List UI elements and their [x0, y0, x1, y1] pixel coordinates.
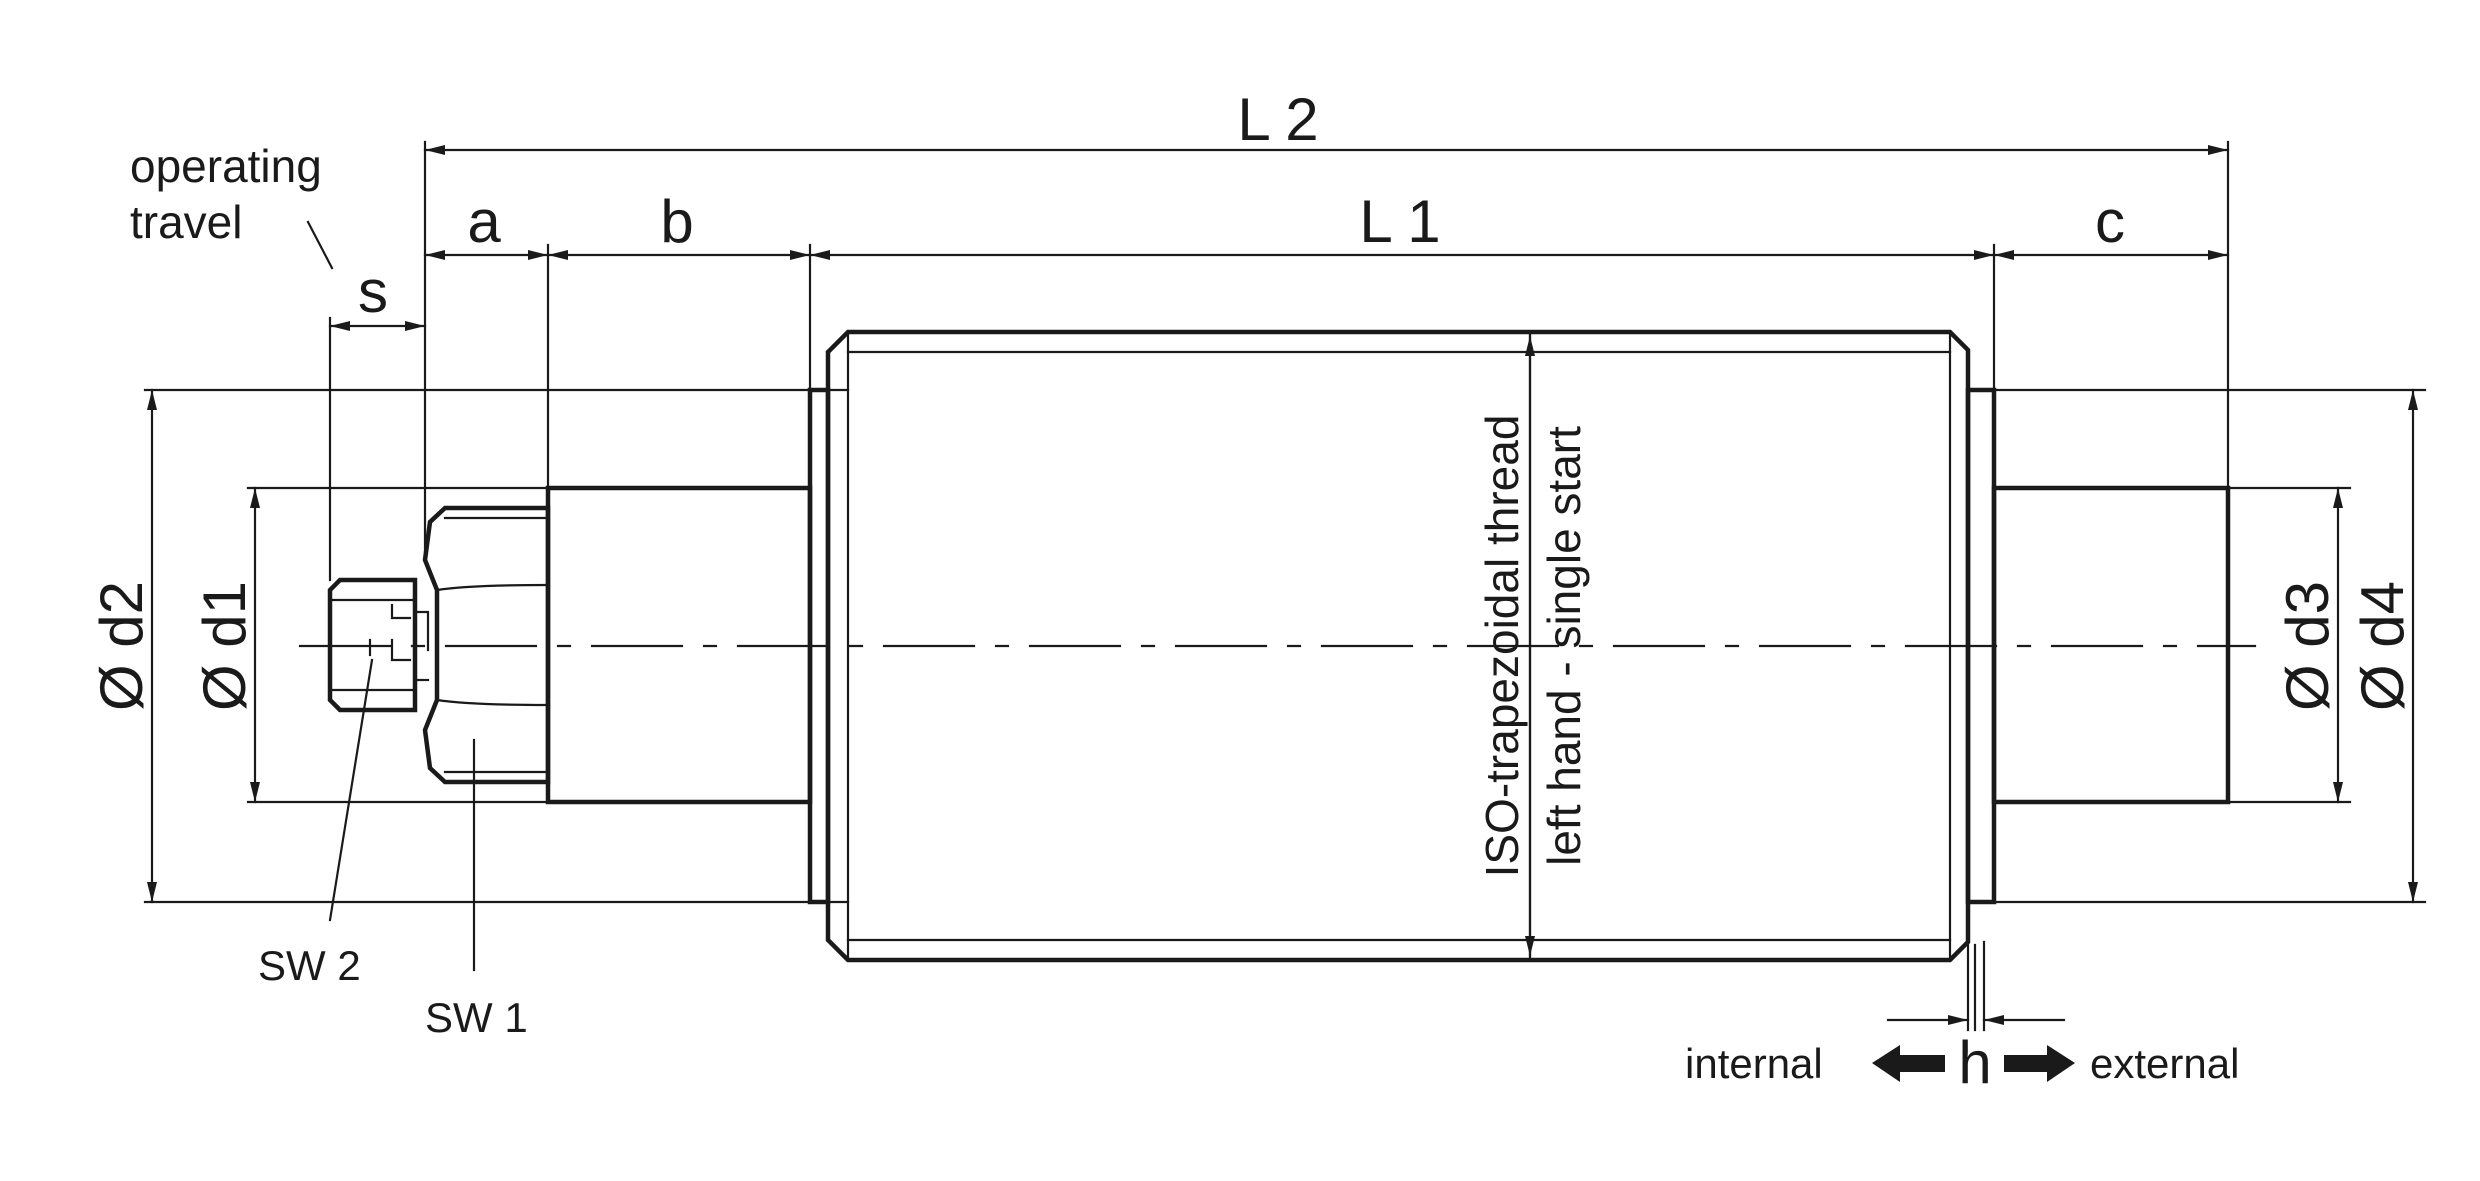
part-outline: [298, 329, 2257, 963]
label-b: b: [660, 188, 693, 255]
label-d2: Ø d2: [88, 581, 155, 711]
label-h: h: [1958, 1029, 1991, 1096]
h-direction-arrows: [1872, 1045, 2075, 1082]
label-L1: L 1: [1359, 188, 1440, 255]
label-thread-line1: ISO-trapezoidal thread: [1476, 415, 1528, 878]
internal-arrow-icon: [1872, 1045, 1945, 1082]
labels: L 2 a b L 1 c s operating travel Ø d2 Ø …: [88, 86, 2416, 1096]
label-s: s: [358, 258, 388, 325]
extension-lines: [143, 140, 2427, 1032]
dimension-lines: [147, 145, 2418, 1032]
label-operating: operating: [130, 140, 322, 192]
leader-sw2: [328, 658, 374, 922]
label-sw1: SW 1: [425, 994, 528, 1041]
label-a: a: [467, 188, 501, 255]
leader-lines: [306, 220, 476, 972]
label-L2: L 2: [1237, 86, 1318, 153]
label-external: external: [2090, 1040, 2239, 1087]
label-internal: internal: [1685, 1040, 1823, 1087]
label-travel: travel: [130, 196, 242, 248]
label-thread-line2: left hand - single start: [1538, 426, 1590, 866]
label-d3: Ø d3: [2274, 581, 2341, 711]
label-d4: Ø d4: [2349, 581, 2416, 711]
label-sw2: SW 2: [258, 942, 361, 989]
leader-operating-travel: [306, 220, 334, 270]
small-hex-sw2: [327, 577, 418, 713]
external-arrow-icon: [2004, 1045, 2075, 1082]
label-d1: Ø d1: [191, 581, 258, 711]
label-c: c: [2095, 188, 2125, 255]
